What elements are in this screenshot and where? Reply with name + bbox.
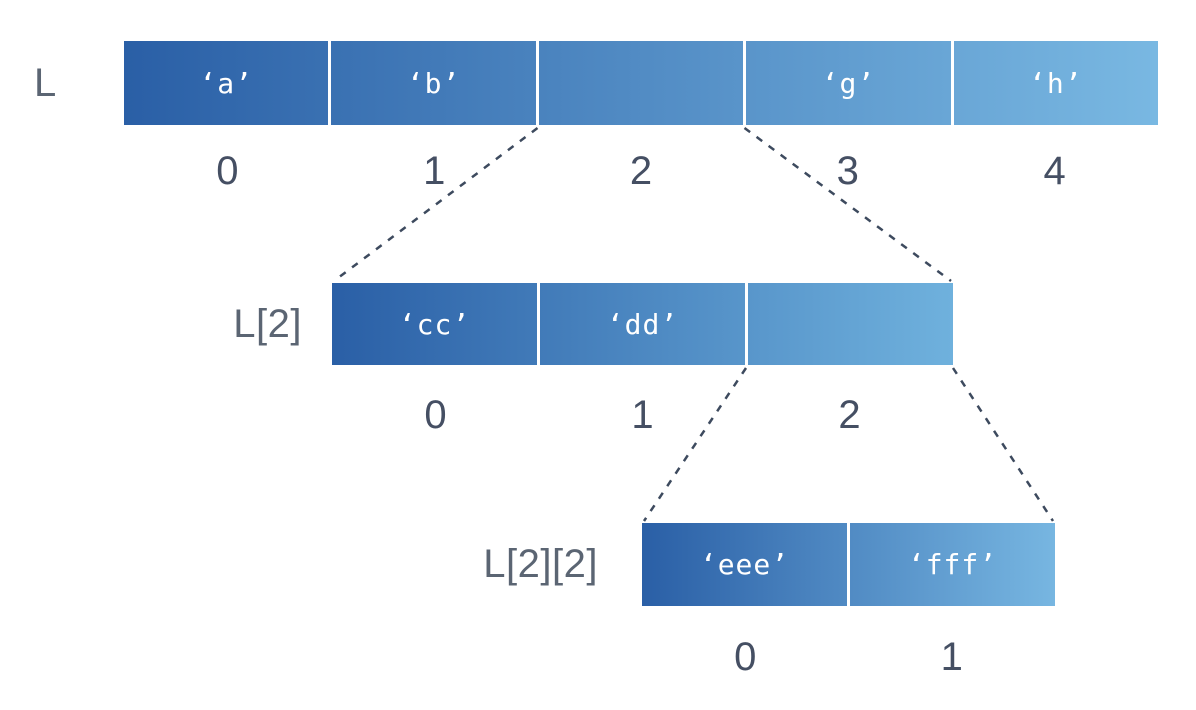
list-cell-L-2 [535, 41, 743, 125]
index-label: 1 [940, 635, 963, 679]
list-cell-L-3: ‘g’ [743, 41, 950, 125]
list-label-L22: L[2][2] [483, 542, 598, 586]
list-cell-L22-0: ‘eee’ [642, 523, 847, 606]
list-cell-L2-0: ‘cc’ [332, 283, 537, 365]
list-cell-L-0: ‘a’ [124, 41, 328, 125]
index-label: 0 [424, 393, 447, 437]
cell-value: ‘fff’ [907, 548, 998, 581]
index-label: 4 [1043, 149, 1066, 193]
list-cell-L2-1: ‘dd’ [537, 283, 745, 365]
list-cell-L2-2 [745, 283, 953, 365]
list-cell-L22-1: ‘fff’ [847, 523, 1055, 606]
list-bar-L22: ‘eee’ ‘fff’ [642, 523, 1055, 606]
index-label: 1 [631, 393, 654, 437]
index-label: 2 [838, 393, 861, 437]
cell-value: ‘h’ [1029, 66, 1083, 100]
index-row-L: 0 1 2 3 4 [124, 150, 1158, 192]
index-row-L2: 0 1 2 [332, 394, 953, 436]
index-label: 1 [423, 149, 446, 193]
cell-value: ‘b’ [406, 66, 461, 100]
index-row-L22: 0 1 [642, 636, 1055, 678]
index-label: 3 [836, 149, 859, 193]
cell-value: ‘eee’ [699, 548, 790, 581]
list-bar-L2: ‘cc’ ‘dd’ [332, 283, 953, 365]
list-label-L2: L[2] [233, 301, 302, 346]
connector-line-mid-left [642, 367, 748, 522]
index-label: 2 [629, 149, 653, 193]
connector-line-mid-right [951, 367, 1055, 522]
cell-value: ‘cc’ [398, 307, 471, 341]
cell-value: ‘a’ [199, 66, 253, 100]
list-label-L: L [34, 60, 57, 105]
index-label: 0 [216, 149, 239, 193]
cell-value: ‘g’ [821, 66, 876, 100]
list-cell-L-1: ‘b’ [328, 41, 535, 125]
list-bar-L: ‘a’ ‘b’ ‘g’ ‘h’ [124, 41, 1158, 125]
list-cell-L-4: ‘h’ [950, 41, 1158, 125]
index-label: 0 [734, 635, 757, 679]
cell-value: ‘dd’ [606, 307, 679, 341]
